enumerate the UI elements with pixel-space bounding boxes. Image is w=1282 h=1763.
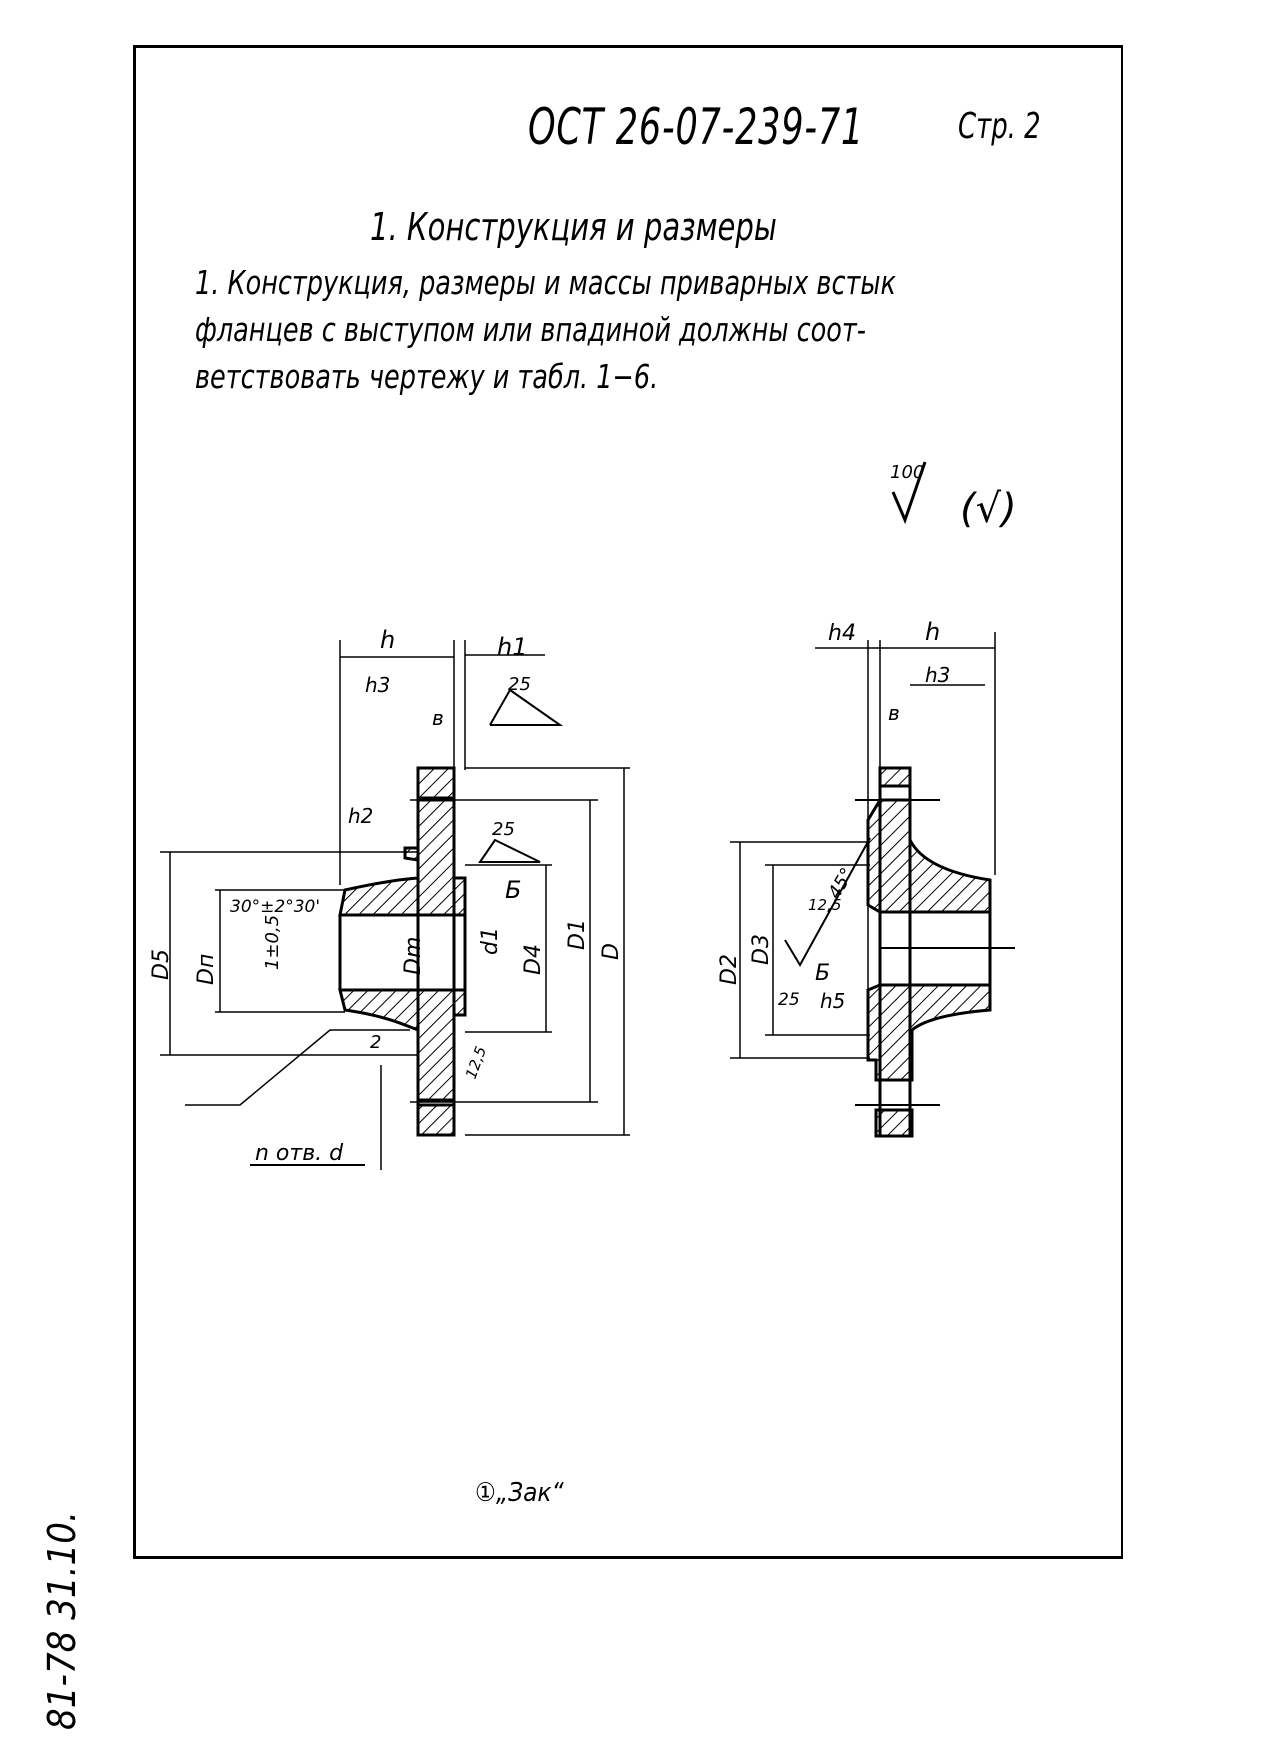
paragraph-line-2: фланцев с выступом или впадиной должны с…: [195, 310, 866, 349]
dimension-label: h4: [828, 621, 856, 646]
dimension-label: 2: [370, 1032, 381, 1053]
dimension-label: 30°±2°30': [230, 897, 320, 917]
dimension-label: 25: [492, 819, 515, 840]
paragraph-line-1: 1. Конструкция, размеры и массы приварны…: [195, 263, 896, 302]
dimension-label: в: [888, 701, 900, 725]
left-flange-section: [160, 640, 630, 1170]
dimension-label: Б: [505, 876, 521, 904]
dimension-label: d1: [478, 927, 503, 955]
dimension-label: 1±0,5: [262, 915, 283, 970]
roughness-symbol-general: 100 (√): [890, 461, 1017, 532]
dimension-label: D5: [149, 949, 174, 980]
dimension-label: 100: [890, 462, 924, 483]
dimension-label: 25: [508, 674, 531, 695]
dimension-label: h1: [497, 633, 527, 661]
dimension-label: (√): [960, 486, 1017, 532]
paragraph-line-3: ветствовать чертежу и табл. 1−6.: [195, 357, 659, 396]
section-title: 1. Конструкция и размеры: [370, 205, 777, 249]
dimension-label: h: [925, 618, 940, 646]
right-flange-section: [730, 632, 1015, 1138]
dimension-label: h2: [348, 804, 373, 828]
dimension-label: 12,5: [462, 1044, 490, 1082]
dimension-label: 25: [778, 990, 800, 1010]
dimension-label: D2: [717, 954, 742, 985]
dimension-label: h3: [365, 673, 390, 697]
dimension-label: D4: [521, 944, 546, 975]
standard-code: ОСТ 26-07-239-71: [528, 98, 865, 156]
page-number: Стр. 2: [958, 106, 1041, 147]
dimension-label: h3: [925, 663, 950, 687]
right-flange-labels: h4 h h3 в 12,5 45° D2 D3 Б 25 h5: [717, 618, 950, 1013]
dimension-label: D3: [749, 934, 774, 965]
left-flange-labels: h h1 h3 в 25 h2 25 Б 30°±2°30' Dп 1±0,5 …: [149, 626, 624, 1166]
dimension-label: 12,5: [808, 896, 841, 914]
dimension-label: h: [380, 626, 395, 654]
dimension-label: Dm: [401, 937, 426, 975]
change-note: ①„Зак“: [475, 1478, 564, 1508]
dimension-label: n отв. d: [255, 1141, 344, 1166]
dimension-label: Dп: [194, 954, 219, 985]
dimension-label: h5: [820, 989, 845, 1013]
page-border: [133, 45, 1123, 1559]
dimension-label: в: [432, 706, 444, 730]
dimension-label: D1: [565, 919, 590, 950]
dimension-label: Б: [815, 961, 830, 986]
dimension-label: D: [599, 943, 624, 960]
